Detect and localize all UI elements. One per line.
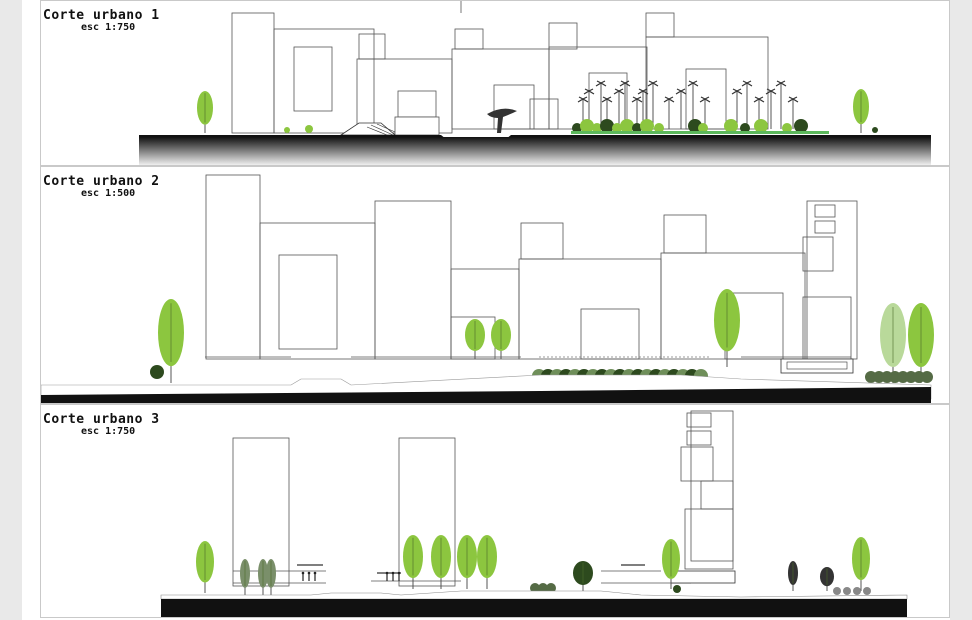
shrub-icon <box>921 371 933 383</box>
ground-line-3 <box>161 599 907 617</box>
vegetation-1 <box>197 80 878 133</box>
person-icon <box>307 571 311 581</box>
shrub-icon <box>305 125 313 133</box>
shrub-icon <box>150 365 164 379</box>
palm-icon <box>663 96 675 129</box>
section-drawing-3 <box>160 410 908 617</box>
section-drawing-2 <box>41 174 934 403</box>
palm-icon <box>787 96 799 129</box>
section-scale-3: esc 1:750 <box>81 426 136 437</box>
person-icon <box>313 571 317 581</box>
section-title-3: Corte urbano 3 <box>43 412 160 427</box>
palm-icon <box>765 88 777 129</box>
tree-icon <box>403 535 423 589</box>
tree-icon <box>196 541 214 593</box>
palm-icon <box>741 80 753 129</box>
shrub-icon <box>592 123 602 133</box>
tree-icon <box>240 559 250 595</box>
section-scale-1: esc 1:750 <box>81 22 136 33</box>
shrub-icon <box>724 119 738 133</box>
shrub-icon <box>833 587 841 595</box>
person-icon <box>301 571 305 581</box>
tree-icon <box>431 535 451 589</box>
section-title-1: Corte urbano 1 <box>43 8 160 23</box>
shrub-icon <box>673 585 681 593</box>
shrub-icon <box>612 123 622 133</box>
plaza-structures <box>339 108 517 136</box>
section-drawing-1 <box>139 1 931 165</box>
shrub-icon <box>284 127 290 133</box>
palm-icon <box>613 88 625 129</box>
shrub-icon <box>530 583 540 593</box>
shrub-icon <box>782 123 792 133</box>
palm-icon <box>647 80 659 129</box>
shrub-icon <box>632 123 642 133</box>
tree-icon <box>457 535 477 589</box>
canopy-sculpture-icon <box>487 108 517 133</box>
shrub-icon <box>843 587 851 595</box>
shrub-icon <box>740 123 750 133</box>
tree-icon <box>662 539 680 589</box>
shrub-icon <box>600 119 614 133</box>
shrub-icon <box>872 127 878 133</box>
tree-icon <box>573 561 593 591</box>
shrub-icon <box>620 119 634 133</box>
tree-icon <box>158 299 184 383</box>
shrub-icon <box>654 123 664 133</box>
tree-icon <box>788 561 798 591</box>
tree-icon <box>880 303 906 383</box>
shrub-icon <box>640 119 654 133</box>
section-title-2: Corte urbano 2 <box>43 174 160 189</box>
person-icon <box>391 571 395 581</box>
tree-icon <box>465 319 485 359</box>
tree-icon <box>908 303 934 383</box>
person-icon <box>385 571 389 581</box>
shrub-icon <box>538 583 548 593</box>
tree-icon <box>258 559 268 595</box>
palm-icon <box>775 80 787 129</box>
ground-line-2 <box>41 387 931 403</box>
tree-icon <box>197 91 213 133</box>
section-panel-3: Corte urbano 3 esc 1:750 <box>40 404 950 618</box>
tree-icon <box>852 537 870 591</box>
terrain-fill-1 <box>139 137 931 165</box>
lawn-strip <box>571 131 829 134</box>
section-panel-1: Corte urbano 1 esc 1:750 <box>40 0 950 166</box>
sidewalk-3 <box>160 590 908 600</box>
section-scale-2: esc 1:500 <box>81 188 136 199</box>
drawing-sheet: Corte urbano 1 esc 1:750 <box>22 0 950 620</box>
tree-icon <box>853 89 869 133</box>
shrub-icon <box>580 119 594 133</box>
building-outlines <box>231 1 769 134</box>
tree-icon <box>714 289 740 367</box>
palm-icon <box>595 80 607 129</box>
shrub-icon <box>546 583 556 593</box>
vegetation-3 <box>196 535 871 595</box>
shrub-icon <box>863 587 871 595</box>
palm-icon <box>675 88 687 129</box>
tree-icon <box>820 567 834 591</box>
building-outlines <box>232 410 734 587</box>
shrub-icon <box>754 119 768 133</box>
shrub-icon <box>794 119 808 133</box>
person-icon <box>397 571 401 581</box>
shrub-icon <box>698 123 708 133</box>
shrub-icon <box>572 123 582 133</box>
tree-icon <box>491 319 511 359</box>
tree-icon <box>266 559 276 595</box>
tree-icon <box>477 535 497 589</box>
shrub-icon <box>853 587 861 595</box>
section-panel-2: Corte urbano 2 esc 1:500 <box>40 166 950 404</box>
building-outlines <box>205 174 858 360</box>
